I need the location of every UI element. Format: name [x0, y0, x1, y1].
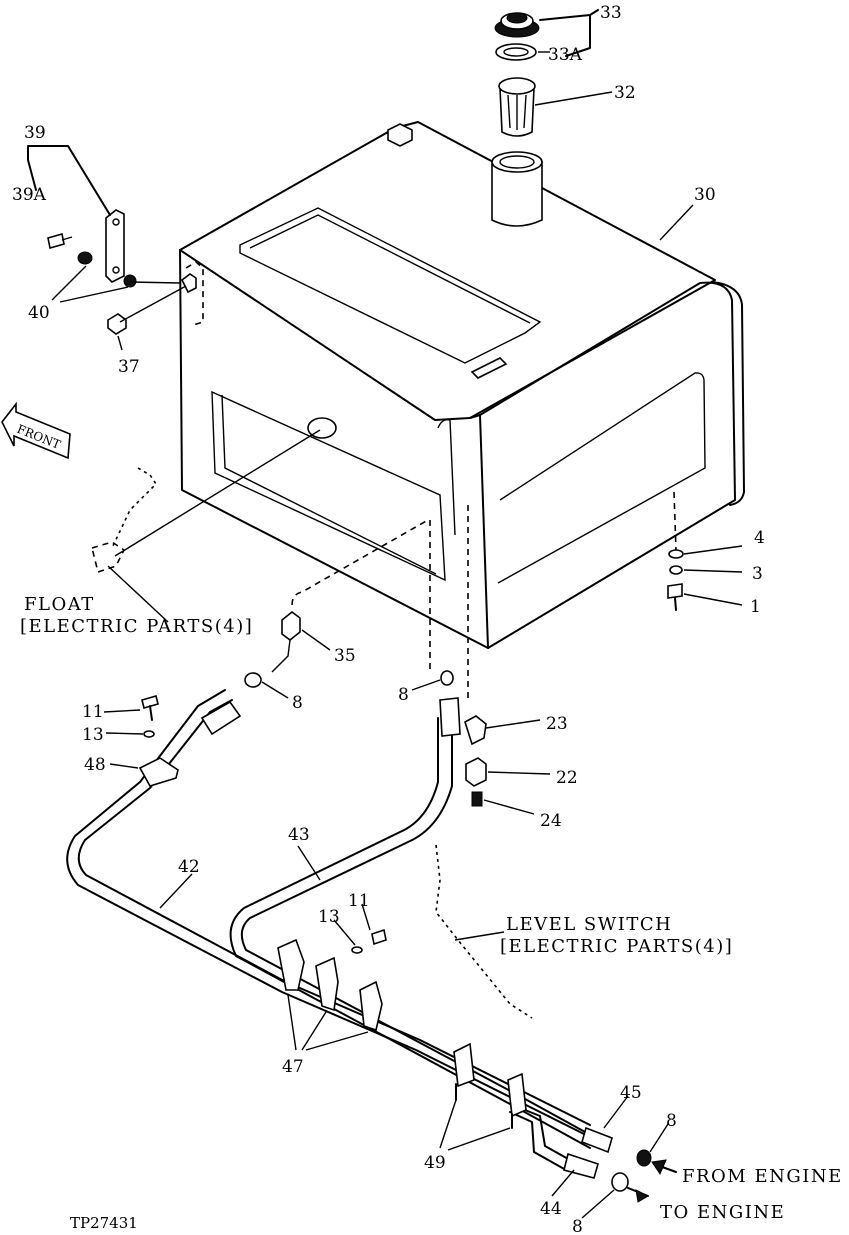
float-note-line1: FLOAT [24, 594, 95, 615]
callout-22: 22 [556, 768, 578, 788]
callout-8-hose: 8 [292, 693, 303, 713]
float-note-line2: [ELECTRIC PARTS(4)] [20, 616, 253, 637]
callout-44: 44 [540, 1199, 562, 1219]
leader-33 [539, 9, 599, 57]
leader-32 [534, 91, 613, 106]
callout-11-upper: 11 [82, 702, 104, 722]
leader-40 [51, 265, 129, 303]
callout-47: 47 [282, 1057, 304, 1077]
callout-30: 30 [694, 185, 716, 205]
callout-33: 33 [600, 3, 622, 23]
diagram-notes: FLOAT [ELECTRIC PARTS(4)] LEVEL SWITCH [… [20, 594, 843, 1232]
arrow-to-engine [635, 1189, 650, 1203]
callout-48: 48 [84, 755, 106, 775]
from-engine-note: FROM ENGINE [682, 1166, 843, 1187]
arrow-from-engine [651, 1159, 667, 1176]
callout-32: 32 [614, 83, 636, 103]
callout-39: 39 [24, 123, 46, 143]
to-engine-note: TO ENGINE [660, 1202, 785, 1223]
callout-3: 3 [752, 564, 763, 584]
end-fittings [581, 1123, 677, 1219]
callout-33a: 33A [548, 45, 583, 65]
front-arrow: FRONT [1, 401, 71, 460]
callout-45: 45 [620, 1083, 642, 1103]
return-fittings [411, 505, 551, 815]
callout-35: 35 [334, 646, 356, 666]
callout-8-to: 8 [572, 1217, 583, 1235]
float-hidden [91, 429, 321, 623]
level-switch-note-line1: LEVEL SWITCH [506, 914, 672, 935]
callout-39a: 39A [12, 185, 47, 205]
leader-30 [659, 204, 694, 241]
callout-11-lower: 11 [348, 891, 370, 911]
callout-8-from: 8 [666, 1111, 677, 1131]
callout-1: 1 [750, 597, 761, 617]
figure-id: TP27431 [70, 1214, 138, 1232]
callout-labels: 33 33A 32 30 39 39A 40 37 4 3 1 35 8 8 2… [12, 3, 765, 1235]
callout-24: 24 [540, 811, 562, 831]
callout-49: 49 [424, 1153, 446, 1173]
callout-4: 4 [754, 528, 765, 548]
level-switch-note-line2: [ELECTRIC PARTS(4)] [500, 936, 733, 957]
callout-42: 42 [178, 857, 200, 877]
callout-40: 40 [28, 303, 50, 323]
callout-43: 43 [288, 825, 310, 845]
tank-body [179, 121, 745, 649]
tube-lines [66, 689, 613, 1179]
filler-assembly [491, 12, 543, 227]
suction-fitting [244, 519, 429, 699]
clamps [103, 695, 629, 1197]
leader-37 [117, 335, 123, 351]
callout-23: 23 [546, 714, 568, 734]
leader-39 [27, 145, 111, 216]
callout-13-lower: 13 [318, 907, 340, 927]
callout-13-upper: 13 [82, 725, 104, 745]
callout-8-return: 8 [398, 685, 409, 705]
mount-hardware [667, 491, 743, 611]
callout-37: 37 [118, 357, 140, 377]
bracket-assembly [47, 209, 197, 335]
